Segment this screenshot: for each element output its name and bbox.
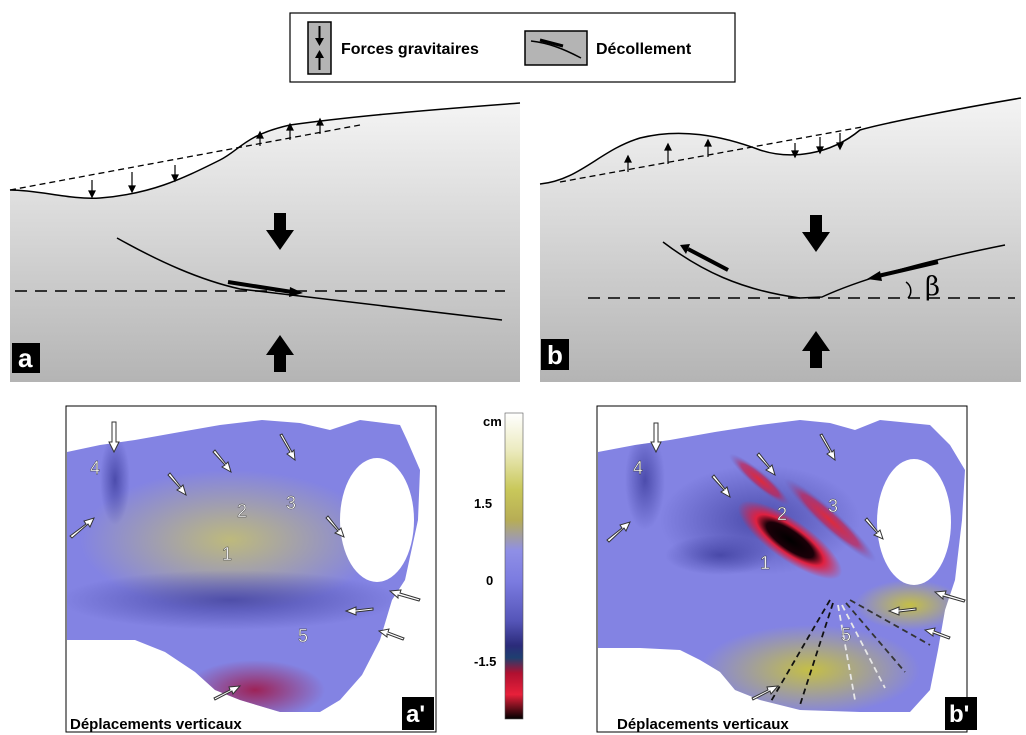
- panel-a-prime-letter: a': [406, 701, 425, 728]
- panel-b-reference-slope: [559, 126, 863, 183]
- colorbar-tick-high: 1.5: [474, 496, 492, 511]
- panel-a-letter: a: [18, 343, 33, 373]
- panel-b-prime-hole: [877, 459, 951, 585]
- panel-a-prime-caption: Déplacements verticaux: [70, 716, 242, 733]
- colorbar-gradient: [504, 412, 524, 720]
- detachment-icon: [524, 30, 588, 66]
- panel-a-detachment: [116, 237, 503, 321]
- panel-a-compression-arrow-down: [266, 213, 294, 250]
- panel-b-prime-zone-2: 2: [777, 504, 787, 524]
- panel-a-block: [10, 103, 520, 382]
- panel-a-prime-white-arrows: [69, 421, 421, 701]
- panel-b-prime-zone-5: 5: [841, 625, 851, 645]
- panel-a-gravity-arrows: [88, 117, 324, 199]
- panel-a-topography: [9, 102, 521, 200]
- panel-b-prime-letter-box: [945, 697, 977, 730]
- panel-a-slip-arrow: [227, 280, 293, 294]
- panel-b-angle-symbol: β: [925, 272, 940, 302]
- panel-a-prime-zone-1: 1: [222, 544, 232, 564]
- panel-b-prime-zone-3: 3: [828, 496, 838, 516]
- panel-b-gravity-arrows: [624, 133, 844, 172]
- panel-b-compression-arrow-up: [802, 331, 830, 368]
- panel-a-compression-arrow-up: [266, 335, 294, 372]
- panel-a-letter-box: [12, 343, 40, 373]
- panel-a-prime-letter-box: [402, 697, 434, 730]
- panel-b-prime: 1 2 3 4 5 Déplacements verticaux b': [596, 405, 977, 733]
- legend-gravity-label: Forces gravitaires: [341, 41, 479, 58]
- panel-b-prime-letter: b': [949, 701, 969, 728]
- panel-b-letter-box: [541, 339, 569, 370]
- panel-b-topography: [539, 97, 1022, 185]
- panel-a: a: [9, 102, 521, 382]
- panel-b-detachment: [662, 241, 1006, 299]
- panel-b-right-slip-arrow: [877, 260, 939, 278]
- panel-a-prime-zone-4: 4: [90, 458, 100, 478]
- legend-detachment-label: Décollement: [596, 41, 692, 58]
- legend: Forces gravitaires Décollement: [289, 12, 736, 83]
- panel-a-prime-hole: [340, 458, 414, 582]
- panel-a-prime: 1 2 3 4 5 Déplacements verticaux a': [65, 405, 437, 733]
- colorbar-unit: cm: [483, 414, 502, 429]
- panel-b-letter: b: [547, 340, 563, 370]
- panel-b-compression-arrow-down: [802, 215, 830, 252]
- panel-a-prime-zone-5: 5: [298, 626, 308, 646]
- panel-a-prime-zone-3: 3: [286, 493, 296, 513]
- gravity-force-icon: [307, 21, 332, 75]
- panel-b-prime-dashed-lines: [769, 599, 931, 706]
- panel-b-prime-zone-1: 1: [760, 553, 770, 573]
- colorbar-tick-zero: 0: [486, 573, 493, 588]
- panel-b-left-slip-arrow: [687, 247, 729, 272]
- panel-b-prime-white-arrows: [606, 422, 966, 701]
- colorbar-tick-low: -1.5: [474, 654, 496, 669]
- panel-b-prime-caption: Déplacements verticaux: [617, 716, 789, 733]
- panel-a-prime-zone-2: 2: [237, 501, 247, 521]
- panel-b-prime-zone-4: 4: [633, 458, 643, 478]
- panel-b-angle-arc: [905, 281, 912, 299]
- colorbar: cm 1.5 0 -1.5: [474, 412, 524, 720]
- panel-b: β b: [539, 97, 1022, 382]
- panel-b-block: [540, 98, 1021, 382]
